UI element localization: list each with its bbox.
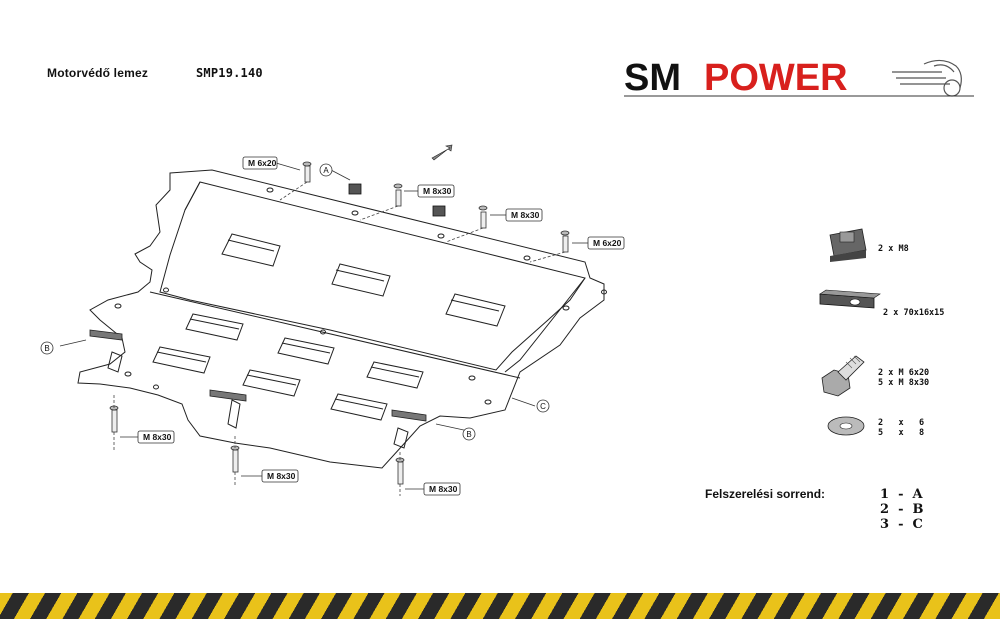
- parts-plate-qty: 2 x 70x16x15: [883, 308, 945, 318]
- label-m6x20-right: M 6x20: [593, 238, 622, 248]
- assembly-step: 1 - A: [880, 487, 923, 502]
- plate-raised-panel: [159, 181, 586, 371]
- label-m8x30-bottom-right: M 8x30: [429, 484, 458, 494]
- label-m8x30-top-1: M 8x30: [423, 186, 452, 196]
- slot-middle: [227, 399, 241, 429]
- parts-bolt-qty-2: 5 x M 8x30: [878, 378, 930, 388]
- assembly-step: 3 - C: [880, 517, 923, 532]
- cage-nut-2: [432, 205, 446, 217]
- product-code: SMP19.140: [196, 66, 263, 80]
- callout-a: A: [323, 166, 329, 175]
- washer-part-icon: [827, 416, 865, 436]
- plate-part-icon: [819, 289, 881, 309]
- label-m8x30-bottom-mid: M 8x30: [267, 471, 296, 481]
- bracket-b-middle: [209, 389, 247, 402]
- parts-nut-qty: 2 x M8: [878, 244, 909, 254]
- slot-right: [393, 427, 409, 449]
- logo-graphic: SM POWER: [624, 57, 974, 99]
- nut-part-icon: [829, 228, 867, 262]
- assembly-order-list: 1 - A 2 - B 3 - C: [880, 487, 924, 532]
- bracket-b-right: [391, 409, 427, 422]
- smpower-logo: SM POWER: [624, 52, 976, 100]
- assembly-step: 2 - B: [880, 502, 924, 517]
- parts-washer-qty-2: 5 x 8: [878, 428, 925, 438]
- slot-left: [107, 351, 123, 373]
- parts-bolt-qty-1: 2 x M 6x20: [878, 368, 930, 378]
- cage-nut-1: [348, 183, 362, 195]
- logo-text-sm: SM: [624, 57, 681, 99]
- top-bolts: [302, 161, 570, 253]
- callout-c: C: [540, 402, 546, 411]
- bottom-bolts: [109, 405, 405, 485]
- logo-text-power: POWER: [704, 57, 848, 99]
- parts-washer-qty-1: 2 x 6: [878, 418, 925, 428]
- motorcycle-icon: [892, 59, 962, 97]
- callout-b-left: B: [44, 344, 49, 353]
- direction-arrow-icon: [431, 144, 453, 161]
- hazard-stripe-footer: [0, 593, 1000, 619]
- label-m6x20-left: M 6x20: [248, 158, 277, 168]
- document-title: Motorvédő lemez: [47, 66, 149, 80]
- assembly-order-title: Felszerelési sorrend:: [705, 487, 826, 501]
- plate-outline: [77, 169, 605, 469]
- label-m8x30-top-2: M 8x30: [511, 210, 540, 220]
- callout-b-right: B: [466, 430, 471, 439]
- mounting-holes: [114, 187, 607, 405]
- bracket-b-left: [89, 329, 123, 341]
- bolt-part-icon: [821, 355, 865, 397]
- label-m8x30-bottom-left: M 8x30: [143, 432, 172, 442]
- embossed-ribs-upper: [221, 233, 506, 327]
- embossed-ribs-lower: [152, 313, 424, 421]
